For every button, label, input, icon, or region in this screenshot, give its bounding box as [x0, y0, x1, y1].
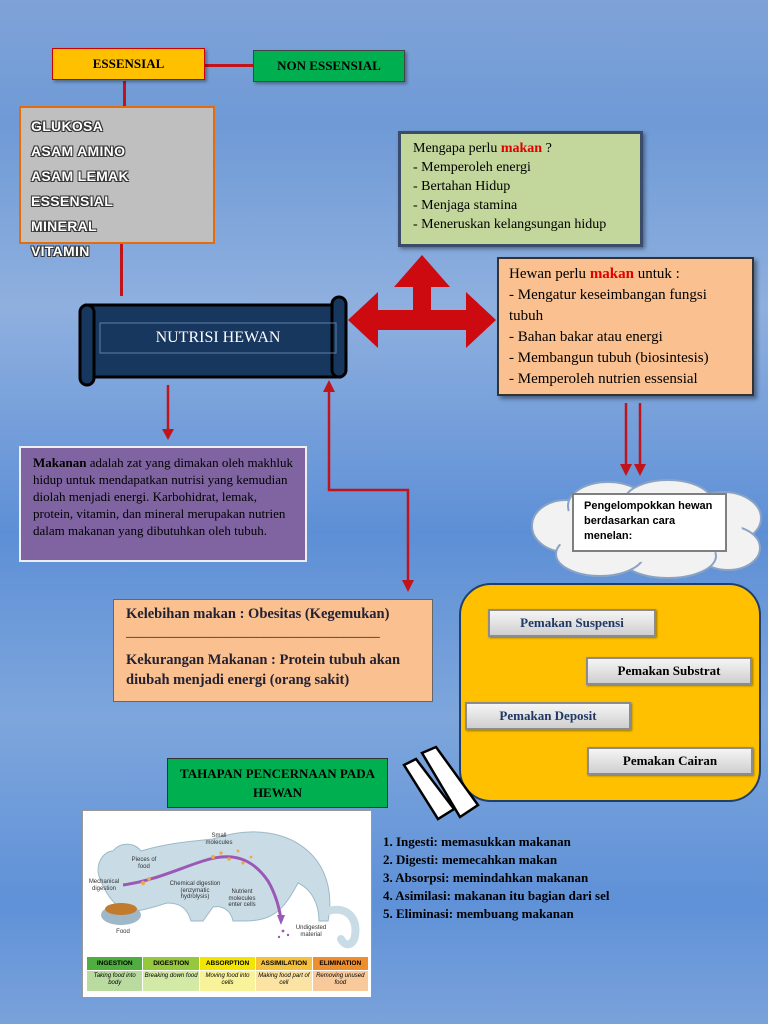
definition-keyword: Makanan: [33, 455, 87, 470]
label-food: Food: [116, 929, 130, 935]
stage-description: Taking food into body: [87, 971, 143, 991]
double-arrow-excess-link: [323, 380, 414, 592]
three-way-arrow-icon: [348, 255, 496, 348]
stage-ingestion: INGESTION: [87, 957, 143, 970]
need-keyword: makan: [589, 266, 634, 282]
nutrient-item: ASAM AMINO: [31, 143, 126, 159]
essensial-label: ESSENSIAL: [52, 48, 205, 80]
food-excess-shortage-box: Kelebihan makan : Obesitas (Kegemukan) _…: [113, 599, 433, 702]
essential-nutrient-list: GLUKOSA ASAM AMINO ASAM LEMAK ESSENSIAL …: [19, 106, 215, 259]
nutrient-item: VITAMIN: [31, 243, 90, 259]
need-item: - Memperoleh nutrien essensial: [509, 371, 698, 387]
feeder-substrate: Pemakan Substrat: [586, 657, 752, 685]
excess-separator: ___________________________________: [126, 624, 380, 640]
digestion-steps-list: 1. Ingesti: memasukkan makanan 2. Digest…: [383, 833, 763, 923]
step-item: 5. Eliminasi: membuang makanan: [383, 906, 574, 921]
why-title: Mengapa perlu makan ?: [413, 139, 628, 158]
connector-essensial-non: [205, 64, 253, 67]
feeder-suspension: Pemakan Suspensi: [488, 609, 656, 637]
connector-list-scroll: [120, 244, 123, 296]
stage-absorption: ABSORPTION: [199, 957, 256, 970]
why-item: - Meneruskan kelangsungan hidup: [413, 217, 607, 232]
why-keyword: makan: [500, 141, 543, 156]
animal-silhouette-image: [97, 831, 360, 949]
label-undigested: Undigested material: [295, 925, 327, 938]
stage-assimilation: ASSIMILATION: [256, 957, 312, 970]
digestion-diagram: Small molecules Pieces of food Mechanica…: [82, 810, 372, 998]
connector-essensial-list: [123, 81, 126, 106]
stage-digestion: DIGESTION: [143, 957, 199, 970]
label-small-molecules: Small molecules: [205, 833, 233, 846]
why-title-suffix: ?: [542, 141, 552, 156]
step-item: 3. Absorpsi: memindahkan makanan: [383, 870, 589, 885]
stage-description: Breaking down food: [143, 971, 199, 991]
need-title-suffix: untuk :: [634, 266, 680, 282]
stage-description: Moving food into cells: [199, 971, 256, 991]
feeder-liquid: Pemakan Cairan: [587, 747, 753, 775]
stage-description: Removing unused food: [312, 971, 368, 991]
stage-description: Making food part of cell: [256, 971, 312, 991]
classification-heading: Pengelompokkan hewan berdasarkan cara me…: [572, 493, 727, 552]
label-pieces-of-food: Pieces of food: [131, 857, 157, 870]
nutrisi-hewan-scroll: [78, 295, 348, 387]
nutrient-item: GLUKOSA: [31, 118, 104, 134]
animal-needs-box: Hewan perlu makan untuk : - Mengatur kes…: [497, 257, 754, 396]
non-essensial-label: NON ESSENSIAL: [253, 50, 405, 82]
need-title: Hewan perlu makan untuk :: [509, 264, 742, 285]
nutrient-item: MINERAL: [31, 218, 97, 234]
nutrient-item: ASAM LEMAK ESSENSIAL: [31, 168, 129, 209]
label-chemical-digestion: Chemical digestion (enzymatic hydrolysis…: [169, 881, 221, 900]
need-title-prefix: Hewan perlu: [509, 266, 590, 282]
double-down-arrow-icon: [620, 403, 646, 476]
stage-elimination: ELIMINATION: [312, 957, 368, 970]
why-item: - Memperoleh energi: [413, 160, 531, 175]
excess-line: Kelebihan makan : Obesitas (Kegemukan): [126, 606, 390, 622]
food-definition-box: Makanan adalah zat yang dimakan oleh mak…: [19, 446, 307, 562]
why-title-prefix: Mengapa perlu: [413, 141, 501, 156]
label-mechanical-digestion: Mechanical digestion: [88, 879, 120, 892]
why-item: - Bertahan Hidup: [413, 179, 511, 194]
need-item: - Membangun tubuh (biosintesis): [509, 350, 709, 366]
feeder-deposit: Pemakan Deposit: [465, 702, 631, 730]
need-item: - Bahan bakar atau energi: [509, 329, 663, 345]
shortage-line: Kekurangan Makanan : Protein tubuh akan …: [126, 652, 401, 688]
why-item: - Menjaga stamina: [413, 198, 518, 213]
digestion-stages-title: TAHAPAN PENCERNAAN PADA HEWAN: [167, 758, 388, 808]
definition-text: adalah zat yang dimakan oleh makhluk hid…: [33, 455, 293, 538]
arrow-down-to-definition: [162, 385, 174, 440]
step-item: 4. Asimilasi: makanan itu bagian dari se…: [383, 888, 610, 903]
chevron-right-icon: [402, 745, 480, 821]
why-eat-box: Mengapa perlu makan ? - Memperoleh energ…: [398, 131, 643, 247]
need-item: - Mengatur keseimbangan fungsi tubuh: [509, 287, 707, 324]
step-item: 2. Digesti: memecahkan makan: [383, 852, 558, 867]
label-nutrient-molecules: Nutrient molecules enter cells: [228, 889, 256, 908]
step-item: 1. Ingesti: memasukkan makanan: [383, 834, 571, 849]
scroll-title: NUTRISI HEWAN: [155, 329, 281, 346]
